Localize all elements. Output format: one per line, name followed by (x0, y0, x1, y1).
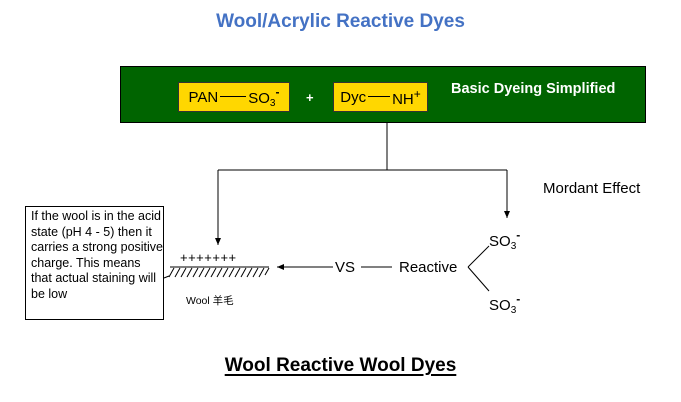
wool-label: Wool 羊毛 (186, 295, 234, 307)
positive-charges: +++++++ (180, 250, 237, 265)
pan-text: PAN (188, 88, 219, 106)
banner-label: Basic Dyeing Simplified (451, 81, 616, 97)
footer-title: Wool Reactive Wool Dyes (224, 355, 457, 376)
page-title: Wool/Acrylic Reactive Dyes (216, 11, 465, 32)
mordant-effect-label: Mordant Effect (543, 180, 641, 197)
branch-up (467, 245, 490, 268)
dyc-text: Dyc (340, 88, 367, 106)
note-box: If the wool is in the acid state (pH 4 -… (25, 206, 164, 320)
so3-bottom-label: SO3- (489, 292, 521, 316)
dye-nh-box: Dyc NH+ (333, 82, 428, 112)
nh-text: NH+ (392, 86, 421, 108)
so3-top-label: SO3- (489, 228, 521, 252)
hatching (168, 267, 270, 278)
note-pointer (163, 275, 170, 279)
pan-so3-box: PAN SO3- (178, 82, 290, 112)
bond-line (368, 95, 391, 97)
plus-sign: + (306, 90, 314, 105)
branch-down (467, 266, 490, 292)
bond-line (220, 95, 247, 97)
reactive-label: Reactive (399, 259, 458, 276)
so3-text: SO3- (248, 85, 280, 109)
vs-label: VS (335, 259, 356, 276)
